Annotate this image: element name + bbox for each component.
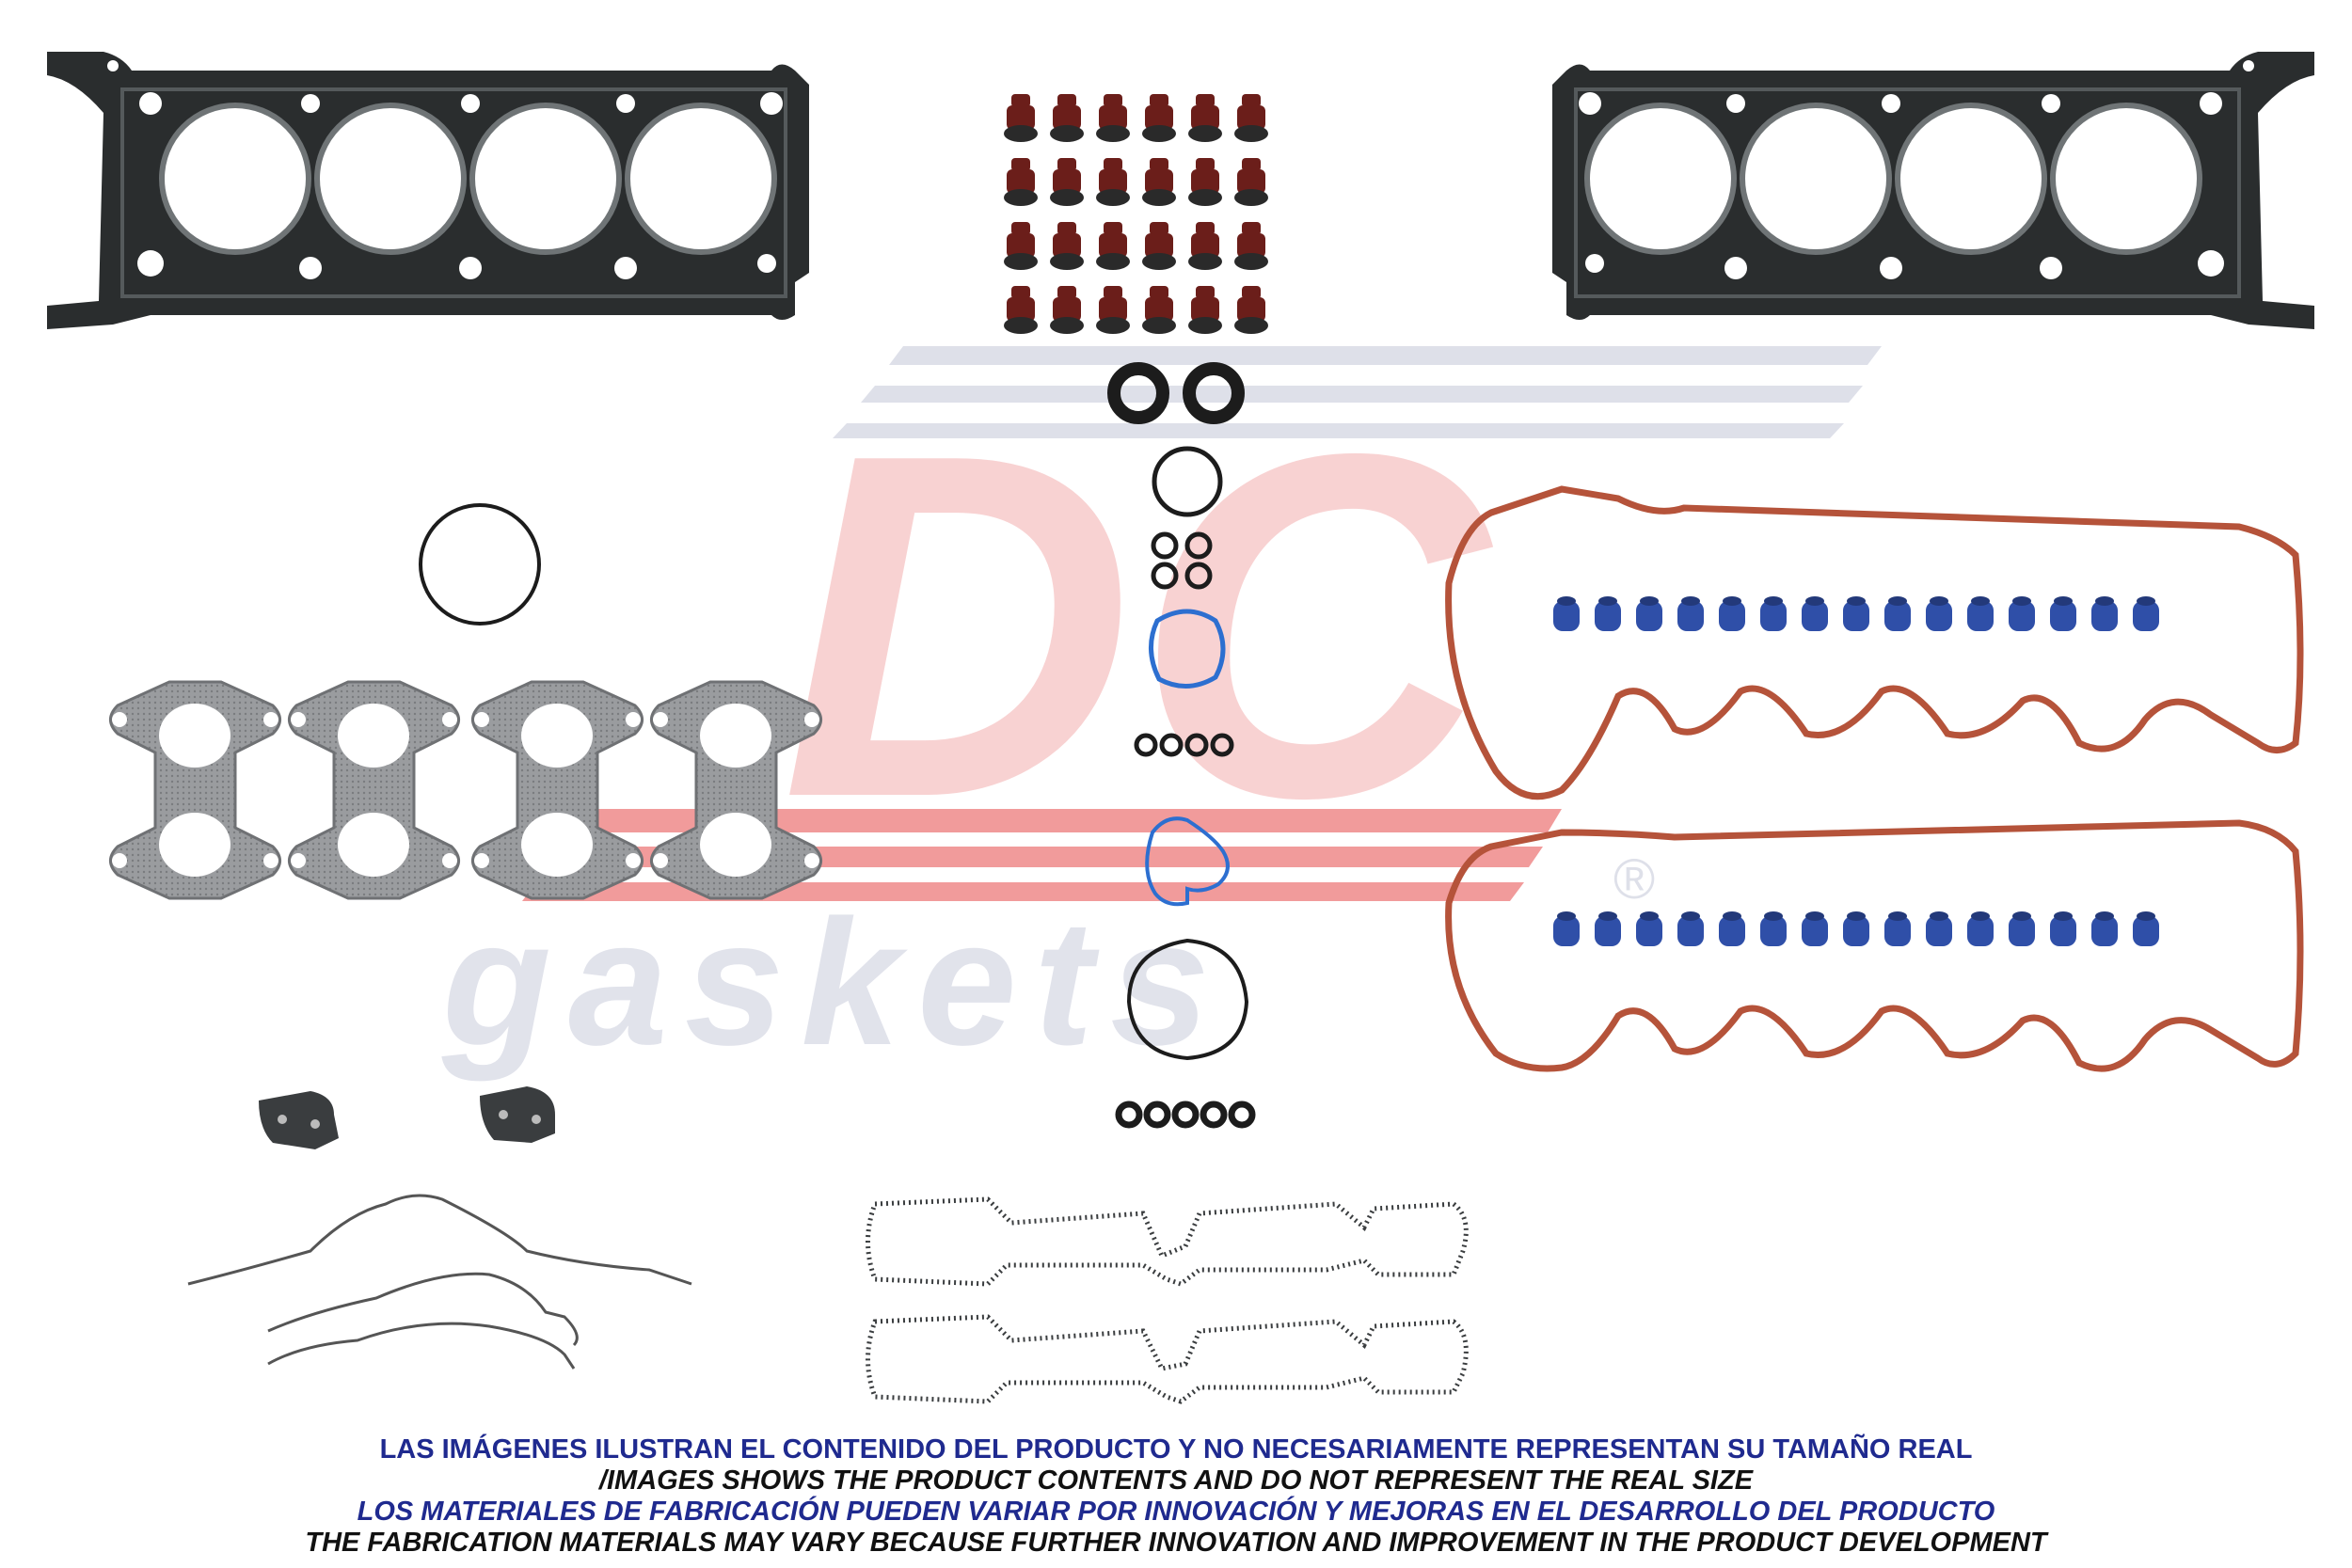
valve-stem-seal <box>1188 94 1222 142</box>
grommet <box>1553 596 1580 631</box>
grommet <box>1719 596 1745 631</box>
valve-stem-seal <box>1142 158 1176 206</box>
grommet <box>1595 911 1621 946</box>
valve-stem-seal <box>1188 286 1222 334</box>
watermark-registered-mark: ® <box>1613 847 1655 911</box>
grommet <box>1843 596 1869 631</box>
caption-english-size: /IMAGES SHOWS THE PRODUCT CONTENTS AND D… <box>598 1465 1754 1496</box>
exhaust-manifold-gasket <box>109 680 281 900</box>
valve-stem-seal <box>1050 158 1084 206</box>
grommet <box>2009 596 2035 631</box>
valve-stem-seal <box>1234 94 1268 142</box>
valve-stem-seal <box>1096 94 1130 142</box>
blue-thermostat-gasket <box>1145 816 1230 907</box>
exhaust-manifold-gasket <box>288 680 460 900</box>
timing-cover-wire-gaskets <box>187 1194 692 1370</box>
intake-manifold-gasket-upper <box>866 1196 1469 1287</box>
grommet <box>2133 596 2159 631</box>
grommet <box>1926 596 1952 631</box>
valve-cover-gasket-upper <box>1445 485 2304 800</box>
valve-stem-seal <box>1234 286 1268 334</box>
grommet <box>1760 911 1787 946</box>
exhaust-manifold-gasket <box>471 680 644 900</box>
grommet <box>1677 596 1704 631</box>
caption-spanish-size: LAS IMÁGENES ILUSTRAN EL CONTENIDO DEL P… <box>379 1434 1973 1465</box>
exhaust-manifold-gaskets <box>109 680 822 900</box>
valve-stem-seal <box>1004 94 1038 142</box>
intake-manifold-gasket-lower <box>866 1314 1469 1404</box>
grommet <box>1719 911 1745 946</box>
head-gasket-right <box>1552 52 2314 329</box>
valve-stem-seal <box>1004 158 1038 206</box>
valve-stem-seal <box>1004 286 1038 334</box>
small-o-rings-set <box>1151 531 1213 590</box>
grommet <box>1636 911 1662 946</box>
grommet <box>2050 596 2076 631</box>
spark-plug-grommets <box>1553 596 2159 946</box>
valve-stem-seal <box>1142 286 1176 334</box>
grommet <box>1802 596 1828 631</box>
valve-stem-seal <box>1050 222 1084 270</box>
grommet <box>1926 911 1952 946</box>
grommet <box>1967 911 1994 946</box>
valve-stem-seal <box>1142 222 1176 270</box>
grommet <box>1636 596 1662 631</box>
dc-gaskets-watermark: DC gaskets ® <box>441 346 1882 1083</box>
valve-stem-seal <box>1142 94 1176 142</box>
head-gasket-left <box>47 52 809 329</box>
grommet <box>1677 911 1704 946</box>
spark-tube-seals-lower <box>1115 1101 1256 1129</box>
valve-stem-seal <box>1050 286 1084 334</box>
cam-seals <box>1107 362 1245 424</box>
exhaust-manifold-gasket <box>650 680 822 900</box>
grommet <box>2050 911 2076 946</box>
grommet <box>1843 911 1869 946</box>
grommet <box>2133 911 2159 946</box>
grommet <box>1884 596 1911 631</box>
valve-stem-seal <box>1188 158 1222 206</box>
grommet <box>2091 911 2118 946</box>
watermark-brand-text: gaskets <box>441 883 1227 1083</box>
caption-english-materials: THE FABRICATION MATERIALS MAY VARY BECAU… <box>305 1528 2047 1558</box>
valve-stem-seal <box>1050 94 1084 142</box>
grommet <box>1884 911 1911 946</box>
grommet <box>1802 911 1828 946</box>
valve-cover-gasket-lower <box>1445 819 2304 1072</box>
grommet <box>1553 911 1580 946</box>
grommet <box>1595 596 1621 631</box>
valve-stem-seals <box>1004 94 1268 334</box>
caption-spanish-materials: LOS MATERIALES DE FABRICACIÓN PUEDEN VAR… <box>357 1497 1995 1527</box>
valve-stem-seal <box>1096 286 1130 334</box>
blue-water-outlet-gasket <box>1148 609 1226 689</box>
valve-stem-seal <box>1096 222 1130 270</box>
o-ring-medium <box>1152 446 1223 517</box>
valve-stem-seal <box>1188 222 1222 270</box>
valve-stem-seal <box>1096 158 1130 206</box>
egr-plate-gaskets <box>259 1086 555 1149</box>
grommet <box>1967 596 1994 631</box>
valve-stem-seal <box>1004 222 1038 270</box>
valve-stem-seal <box>1234 222 1268 270</box>
grommet <box>1760 596 1787 631</box>
o-ring-left <box>419 503 541 626</box>
valve-stem-seal <box>1234 158 1268 206</box>
grommet <box>2009 911 2035 946</box>
watermark-logo-text: DC <box>781 353 1493 899</box>
grommet <box>2091 596 2118 631</box>
spark-tube-seals-upper <box>1134 733 1234 757</box>
o-ring-large <box>1126 938 1249 1061</box>
